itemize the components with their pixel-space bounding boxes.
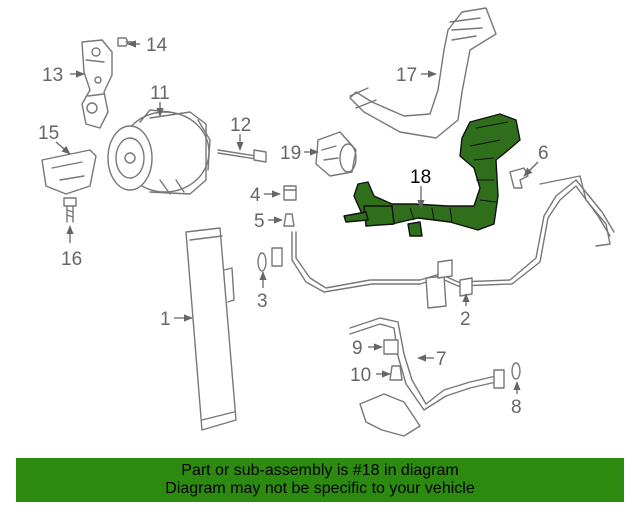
part-17-hose	[349, 7, 497, 139]
callout-2: 2	[460, 309, 471, 330]
callout-labels: 14 13 11 12 15 19 16 17 18 6 4 5 3 1 2 9…	[38, 35, 549, 418]
part-11-compressor	[107, 109, 211, 195]
banner-line-1: Part or sub-assembly is #18 in diagram	[181, 462, 459, 479]
part-1-condenser	[185, 227, 237, 431]
callout-9: 9	[352, 338, 363, 359]
part-2-line	[271, 175, 615, 309]
part-16-bolt	[63, 197, 77, 223]
callout-16: 16	[61, 249, 82, 270]
callout-5: 5	[254, 211, 265, 232]
parts-diagram: 14 13 11 12 15 19 16 17 18 6 4 5 3 1 2 9…	[38, 7, 615, 437]
part-4-cap	[283, 185, 297, 201]
callout-12: 12	[230, 115, 251, 136]
callout-17: 17	[396, 65, 417, 86]
fitment-banner: Part or sub-assembly is #18 in diagram D…	[16, 458, 624, 502]
callout-1: 1	[160, 309, 171, 330]
part-8-seal	[511, 362, 521, 380]
part-15-bracket	[41, 149, 97, 195]
part-9-cap	[383, 339, 399, 355]
banner-line-2: Diagram may not be specific to your vehi…	[165, 480, 475, 497]
callout-arrows	[55, 40, 539, 394]
part-18-hose-highlighted	[343, 113, 521, 237]
callout-6: 6	[538, 143, 549, 164]
callout-4: 4	[250, 185, 261, 206]
part-3-seal	[257, 252, 267, 272]
callout-19: 19	[280, 143, 301, 164]
callout-10: 10	[350, 365, 371, 386]
part-6-fitting	[509, 167, 529, 189]
part-14-bolt	[117, 37, 135, 47]
part-7-hose	[349, 317, 505, 437]
callout-13: 13	[42, 65, 63, 86]
callout-11: 11	[150, 83, 170, 104]
callout-14: 14	[146, 35, 168, 56]
part-13-bracket	[81, 39, 113, 129]
callout-18: 18	[410, 167, 431, 188]
callout-3: 3	[257, 291, 268, 312]
part-5-valve	[283, 213, 295, 227]
callout-8: 8	[511, 397, 522, 418]
part-19-fitting	[315, 131, 357, 177]
callout-7: 7	[436, 349, 447, 370]
part-10-valve	[389, 365, 403, 381]
part-12-bolt	[217, 149, 267, 163]
callout-15: 15	[38, 123, 59, 144]
